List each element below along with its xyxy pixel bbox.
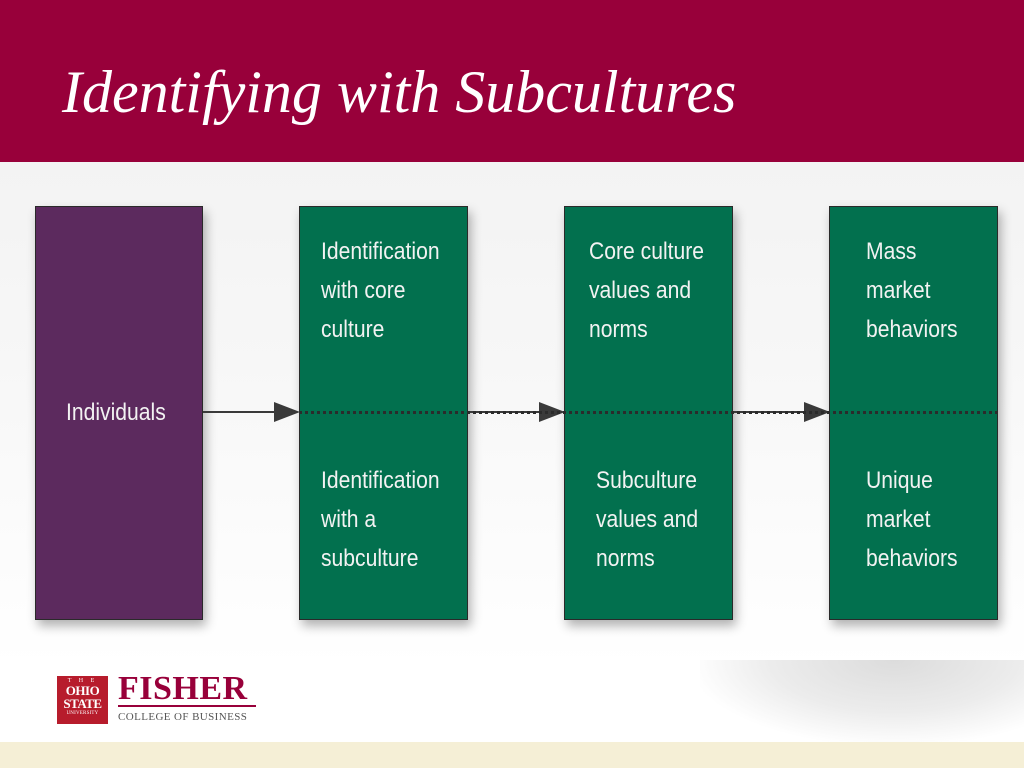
identification-core-label: Identification with core culture <box>321 238 440 343</box>
fisher-logo-subtitle: COLLEGE OF BUSINESS <box>118 711 248 723</box>
individuals-label: Individuals <box>66 399 166 426</box>
arrow-head-1 <box>274 402 300 422</box>
behaviors-core-label: Mass market behaviors <box>866 238 958 343</box>
behaviors-sub-label: Unique market behaviors <box>866 467 958 572</box>
identification-sub-label: Identification with a subculture <box>321 467 440 572</box>
logo-divider <box>118 705 256 707</box>
dotted-divider <box>299 411 998 414</box>
values-core-label: Core culture values and norms <box>589 238 705 343</box>
footer-band <box>0 742 1024 768</box>
fisher-logo-name: FISHER <box>118 670 248 707</box>
slide-title: Identifying with Subcultures <box>62 59 737 125</box>
individuals-box: Individuals <box>35 206 203 620</box>
subculture-diagram: Individuals Identification with core cul… <box>0 162 1024 668</box>
arrow-line-1 <box>203 411 277 413</box>
ohio-state-seal-logo: T H E OHIO STATE UNIVERSITY <box>57 676 108 724</box>
values-sub-label: Subculture values and norms <box>596 467 699 572</box>
title-bar: Identifying with Subcultures <box>0 0 1024 162</box>
decorative-background-art <box>700 660 1024 742</box>
